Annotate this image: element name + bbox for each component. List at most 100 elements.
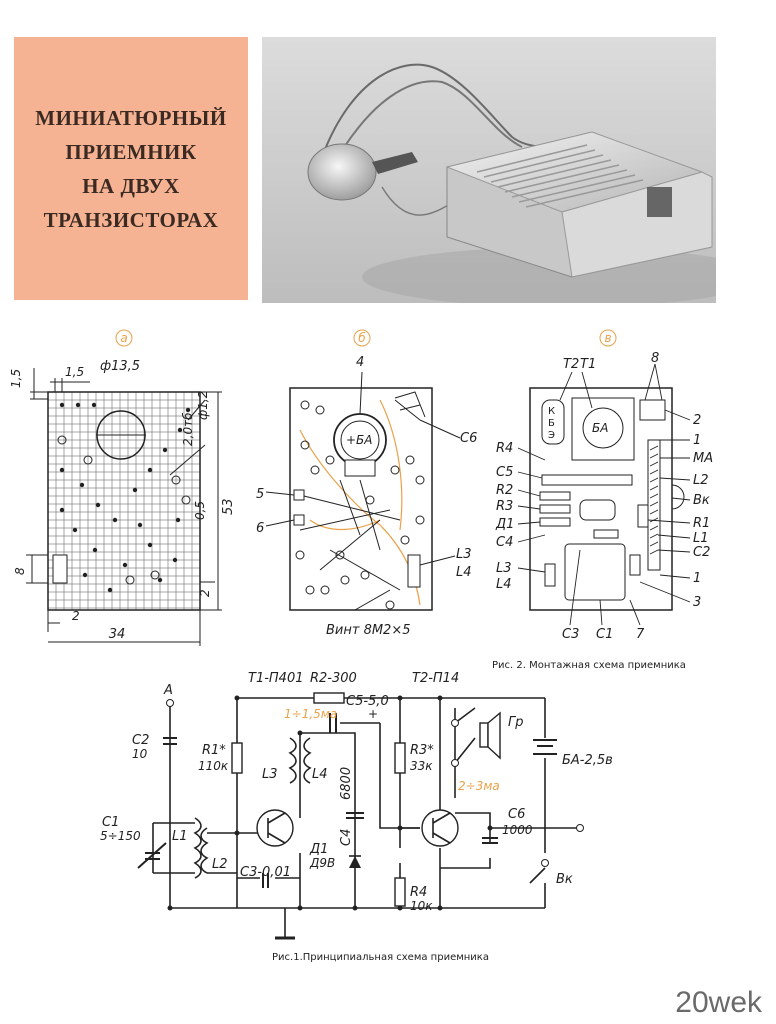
schematic-d1-value: Д9В — [309, 856, 335, 870]
schematic-c4-value: 6800 — [339, 767, 354, 800]
board-v-marker: в — [604, 331, 611, 345]
dim-foot: 2 — [198, 589, 212, 597]
schematic-c2-value: 10 — [132, 747, 148, 761]
board-v-1b: 1 — [693, 571, 701, 586]
board-v-t1: T1 — [580, 357, 596, 372]
schematic-r1: R1* — [202, 743, 226, 758]
dim-small-hole: ф1,2 — [196, 391, 210, 420]
schematic-battery: БА-2,5в — [562, 753, 613, 768]
dim-width: 34 — [109, 627, 126, 642]
schematic-c6-value: 1000 — [502, 823, 533, 837]
title-line-3: НА ДВУХ — [82, 173, 180, 198]
dim-1-5-top: 1,5 — [65, 365, 84, 379]
dim-foot-2: 2 — [72, 609, 80, 623]
article-title: МИНИАТЮРНЫЙ ПРИЕМНИК НА ДВУХ ТРАНЗИСТОРА… — [35, 101, 226, 237]
schematic-r2: R2-300 — [310, 671, 357, 686]
schematic-l3: L3 — [262, 767, 278, 782]
board-b-label-ba: +БА — [346, 433, 373, 447]
board-v-r3: R3 — [496, 499, 513, 514]
schematic-plus: + — [368, 707, 378, 721]
title-line-1: МИНИАТЮРНЫЙ — [35, 105, 227, 130]
board-v-ba: БА — [592, 421, 608, 435]
schematic-t2: T2-П14 — [412, 671, 459, 686]
schematic-r4-value: 10к — [410, 899, 433, 913]
board-v-3: 3 — [693, 595, 701, 610]
board-b-screw-label: Винт 8М2×5 — [326, 623, 411, 638]
board-b-label-5: 5 — [256, 487, 264, 502]
board-v-e: Э — [548, 430, 555, 441]
board-v-l1: L1 — [693, 531, 709, 546]
figure-2-caption: Рис. 2. Монтажная схема приемника — [492, 660, 686, 670]
board-a-holes — [59, 402, 191, 593]
figure-1-caption: Рис.1.Принципиальная схема приемника — [272, 952, 489, 963]
article-title-block: МИНИАТЮРНЫЙ ПРИЕМНИК НА ДВУХ ТРАНЗИСТОРА… — [14, 37, 248, 300]
title-line-2: ПРИЕМНИК — [65, 139, 197, 164]
schematic-switch: Вк — [556, 872, 573, 887]
dim-edge: 8 — [13, 567, 27, 575]
schematic-r3: R3* — [410, 743, 434, 758]
board-v-b: Б — [548, 418, 555, 429]
board-v-7: 7 — [636, 627, 645, 642]
board-b-label-c6: C6 — [460, 431, 477, 446]
schematic-r4: R4 — [410, 885, 427, 900]
board-v-c1: C1 — [596, 627, 613, 642]
dim-height: 53 — [221, 498, 236, 515]
board-b-marker: б — [358, 331, 366, 345]
schematic-gr: Гр — [508, 715, 524, 730]
schematic-r1-value: 110к — [198, 759, 229, 773]
schematic-c5: C5-5,0 — [346, 694, 389, 709]
board-b-label-4: 4 — [356, 355, 364, 370]
board-v-r2: R2 — [496, 483, 513, 498]
dim-gap: 0,5 — [193, 501, 207, 520]
board-v-8: 8 — [651, 351, 659, 366]
dim-1-5-left: 1,5 — [9, 369, 23, 388]
board-v-t2: T2 — [563, 357, 579, 372]
schematic-current-1: 1÷1,5ма — [284, 707, 337, 721]
board-a: а — [9, 329, 236, 646]
board-v-ma: МА — [693, 451, 713, 466]
schematic-c1-value: 5÷150 — [100, 829, 141, 843]
board-b-label-l3: L3 — [456, 547, 472, 562]
board-v-r1: R1 — [693, 516, 710, 531]
board-v-k: К — [548, 406, 555, 417]
board-b: б 4 +БА C6 5 6 L3 L4 Винт 8М2×5 — [256, 329, 477, 638]
board-v-c5: C5 — [496, 465, 513, 480]
schematic-c6: C6 — [508, 807, 525, 822]
schematic-c4: C4 — [339, 829, 354, 846]
board-v-l4: L4 — [496, 577, 512, 592]
schematic-c2: C2 — [132, 733, 149, 748]
receiver-photo — [262, 37, 716, 303]
board-a-grid — [48, 392, 200, 610]
board-v-1a: 1 — [693, 433, 701, 448]
board-a-marker: а — [120, 331, 127, 345]
board-b-label-l4: L4 — [456, 565, 472, 580]
board-v-c4: C4 — [496, 535, 513, 550]
dim-hole-diameter: ф13,5 — [100, 359, 140, 374]
board-v-vk: Вк — [693, 493, 710, 508]
assembly-drawings: а — [9, 329, 713, 670]
board-b-holes — [295, 400, 425, 610]
board-v-l2: L2 — [693, 473, 709, 488]
board-v-c2: C2 — [693, 545, 710, 560]
schematic-c1: C1 — [102, 815, 119, 830]
board-v-r4: R4 — [496, 441, 513, 456]
receiver-box — [445, 131, 713, 278]
schematic-current-2: 2÷3ма — [458, 779, 500, 793]
board-v-2: 2 — [693, 413, 701, 428]
schematic-l4: L4 — [312, 767, 328, 782]
schematic-d1: Д1 — [309, 842, 328, 857]
dim-pitch: 2,0тб — [181, 412, 195, 446]
circuit-schematic: А C2 10 C1 5÷150 L1 L2 T1-П401 R2-300 R1… — [100, 671, 613, 963]
watermark: 20wek — [675, 986, 762, 1019]
title-line-4: ТРАНЗИСТОРАХ — [43, 207, 219, 232]
board-v-d1: Д1 — [495, 517, 514, 532]
board-v-c3: C3 — [562, 627, 579, 642]
schematic-c3: C3-0,01 — [240, 865, 291, 880]
board-b-label-6: 6 — [256, 521, 264, 536]
schematic-antenna: А — [163, 683, 173, 698]
schematic-l1: L1 — [172, 829, 188, 844]
schematic-l2: L2 — [212, 857, 228, 872]
schematic-t1: T1-П401 — [248, 671, 304, 686]
board-v-l3: L3 — [496, 561, 512, 576]
schematic-r3-value: 33к — [410, 759, 433, 773]
